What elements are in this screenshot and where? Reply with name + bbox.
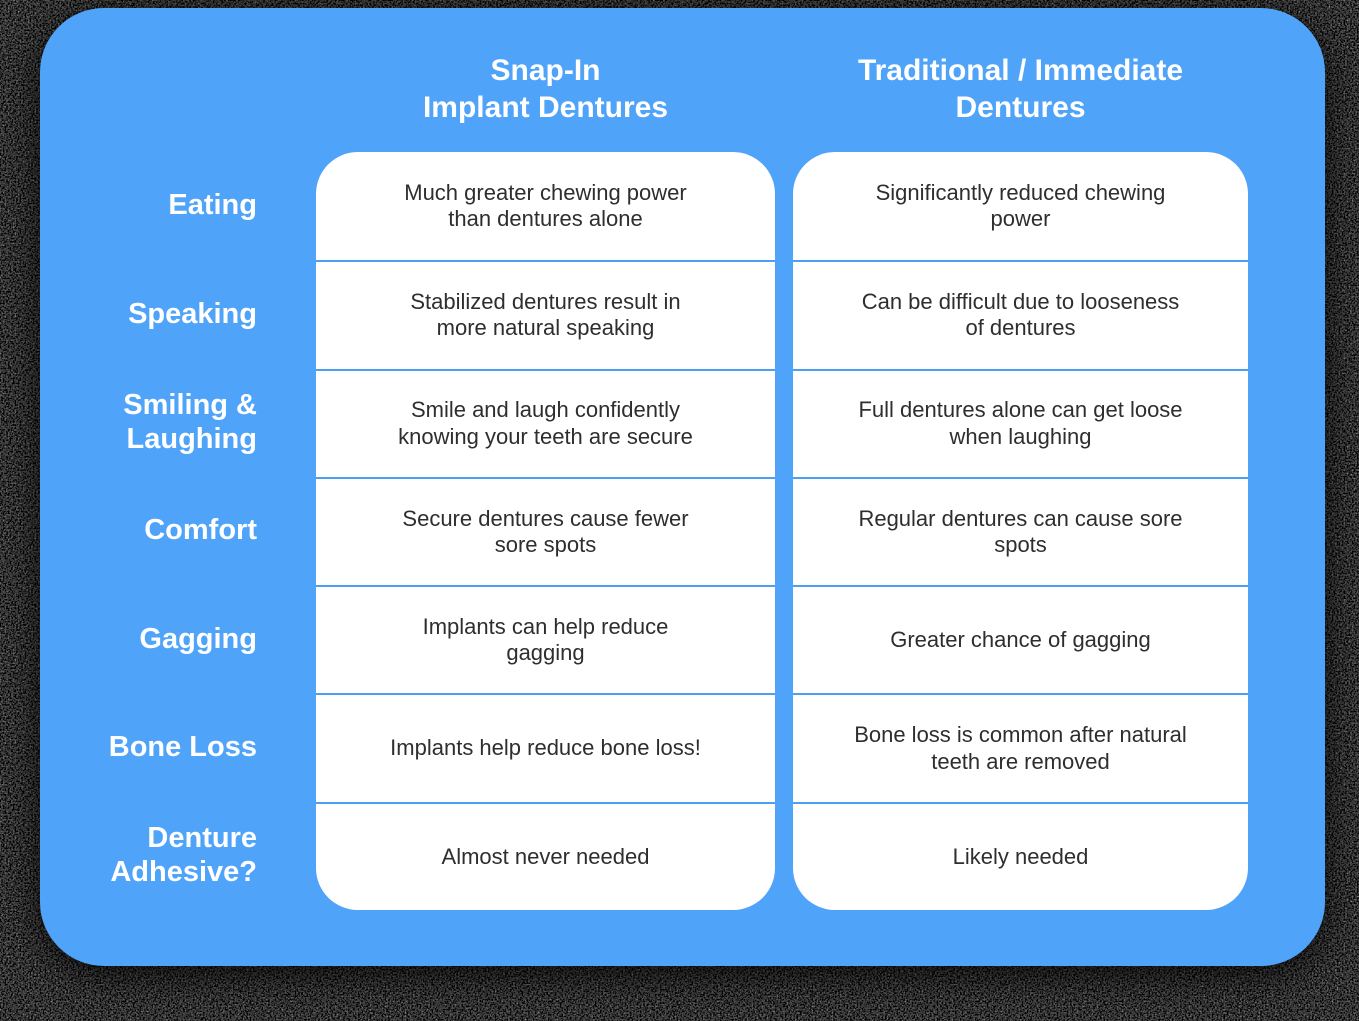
row-label-denture-adhesive: Denture Adhesive? [110, 822, 257, 888]
cell-bone-loss-traditional: Bone loss is common after natural teeth … [793, 693, 1248, 801]
cell-eating-snap-in: Much greater chewing power than dentures… [404, 179, 687, 232]
cell-comfort-traditional: Regular dentures can cause sore spots [793, 476, 1248, 585]
row-label-speaking: Speaking [128, 297, 257, 330]
snap-in-column: Much greater chewing power than dentures… [316, 152, 775, 911]
cell-gagging-snap-in: Implants can help reduce gagging [316, 585, 775, 693]
comparison-card: Snap-In Implant Dentures Traditional / I… [40, 8, 1325, 966]
cell-speaking-snap-in: Stabilized dentures result in more natur… [316, 260, 775, 368]
row-labels-column: Eating Speaking Smiling & Laughing Comfo… [40, 152, 316, 910]
cell-bone-loss-snap-in: Implants help reduce bone loss! [316, 693, 775, 801]
row-label-eating: Eating [168, 189, 257, 222]
column-header-snap-in: Snap-In Implant Dentures [422, 53, 669, 124]
row-label-gagging: Gagging [139, 622, 257, 655]
row-label-comfort: Comfort [144, 514, 257, 547]
cell-speaking-traditional: Can be difficult due to looseness of den… [793, 260, 1248, 368]
cell-gagging-traditional: Greater chance of gagging [793, 585, 1248, 693]
cell-smiling-snap-in: Smile and laugh confidently knowing your… [316, 368, 775, 477]
column-header-traditional: Traditional / Immediate Dentures [857, 53, 1184, 124]
cell-adhesive-traditional: Likely needed [793, 801, 1248, 910]
traditional-column: Significantly reduced chewing power Can … [793, 152, 1248, 911]
cell-adhesive-snap-in: Almost never needed [316, 801, 775, 910]
row-label-bone-loss: Bone Loss [108, 730, 257, 763]
cell-comfort-snap-in: Secure dentures cause fewer sore spots [316, 476, 775, 585]
comparison-table: Eating Speaking Smiling & Laughing Comfo… [40, 152, 1325, 911]
row-label-smiling-laughing: Smiling & Laughing [123, 389, 257, 455]
column-headers: Snap-In Implant Dentures Traditional / I… [40, 8, 1325, 152]
cell-eating-traditional: Significantly reduced chewing power [875, 179, 1166, 232]
cell-smiling-traditional: Full dentures alone can get loose when l… [793, 368, 1248, 477]
